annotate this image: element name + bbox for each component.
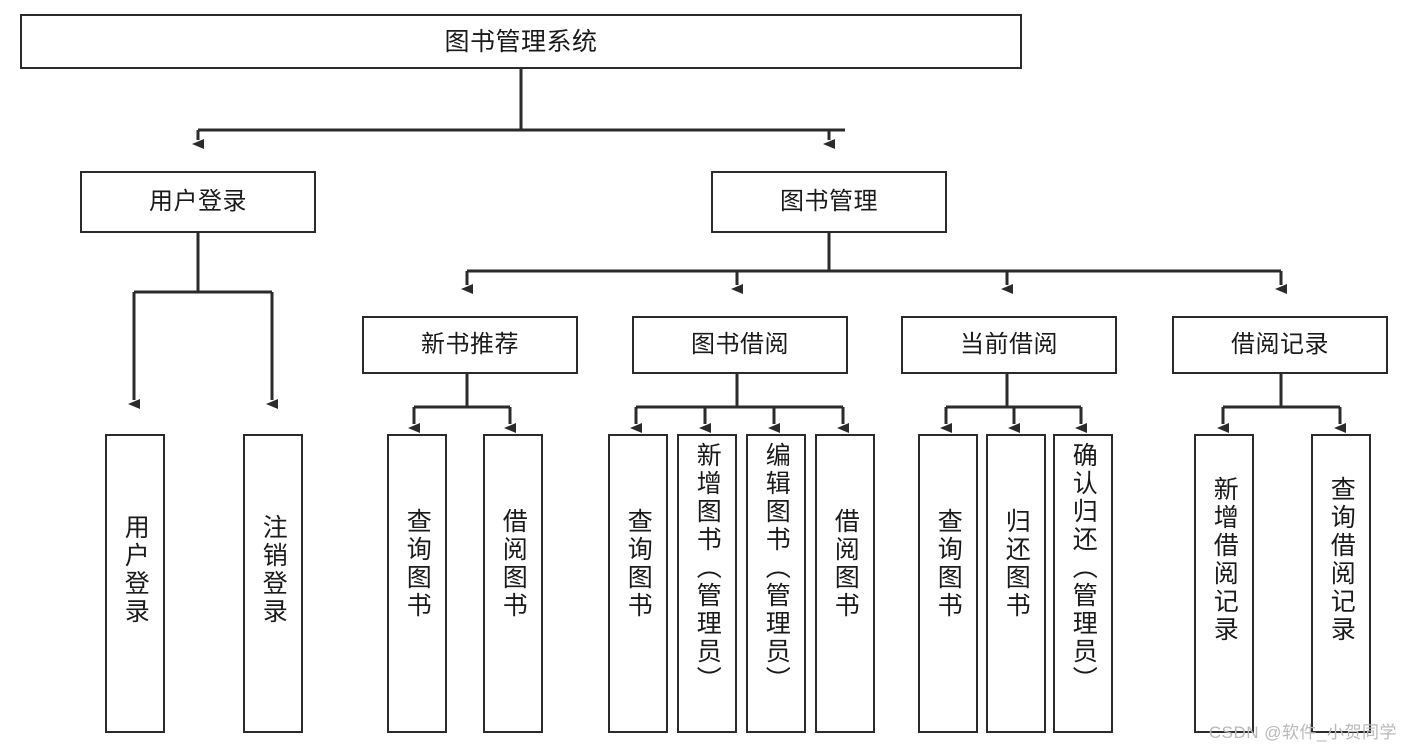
node-label: 用户登录 bbox=[149, 187, 247, 215]
node-label: 查询借阅记录 bbox=[1327, 476, 1356, 644]
node-label: 用户登录 bbox=[121, 514, 150, 626]
node-leaf-query-book-borrow[interactable]: 查询图书 bbox=[608, 434, 668, 733]
node-label: 新书推荐 bbox=[421, 330, 519, 358]
node-label: 注销登录 bbox=[259, 514, 288, 626]
node-label: 借阅记录 bbox=[1231, 330, 1329, 358]
node-label: 确认归还（管理员） bbox=[1069, 442, 1098, 694]
node-leaf-logout[interactable]: 注销登录 bbox=[243, 434, 303, 733]
node-new-book-recommend[interactable]: 新书推荐 bbox=[362, 316, 578, 374]
node-leaf-query-book-recommend[interactable]: 查询图书 bbox=[387, 434, 447, 733]
node-leaf-return-book[interactable]: 归还图书 bbox=[986, 434, 1046, 733]
watermark-text: CSDN @软件_小贺同学 bbox=[1208, 723, 1397, 742]
node-label: 查询图书 bbox=[624, 508, 653, 620]
node-label: 图书借阅 bbox=[691, 330, 789, 358]
node-label: 图书管理 bbox=[780, 187, 878, 215]
node-leaf-query-book-current[interactable]: 查询图书 bbox=[918, 434, 978, 733]
node-leaf-add-borrow-record[interactable]: 新增借阅记录 bbox=[1194, 434, 1254, 733]
node-root-book-management-system[interactable]: 图书管理系统 bbox=[20, 14, 1022, 69]
node-current-borrow[interactable]: 当前借阅 bbox=[901, 316, 1117, 374]
node-book-management[interactable]: 图书管理 bbox=[711, 171, 947, 233]
node-book-borrow[interactable]: 图书借阅 bbox=[632, 316, 848, 374]
node-label: 新增借阅记录 bbox=[1210, 476, 1239, 644]
node-label: 借阅图书 bbox=[499, 508, 528, 620]
node-label: 当前借阅 bbox=[960, 330, 1058, 358]
node-label: 查询图书 bbox=[934, 508, 963, 620]
node-leaf-edit-book-admin[interactable]: 编辑图书（管理员） bbox=[746, 434, 806, 733]
node-leaf-query-borrow-record[interactable]: 查询借阅记录 bbox=[1311, 434, 1371, 733]
node-label: 归还图书 bbox=[1002, 508, 1031, 620]
node-label: 图书管理系统 bbox=[444, 27, 598, 56]
node-user-login[interactable]: 用户登录 bbox=[80, 171, 316, 233]
node-leaf-borrow-book-recommend[interactable]: 借阅图书 bbox=[483, 434, 543, 733]
node-leaf-borrow-book[interactable]: 借阅图书 bbox=[815, 434, 875, 733]
node-label: 编辑图书（管理员） bbox=[762, 442, 791, 694]
node-borrow-record[interactable]: 借阅记录 bbox=[1172, 316, 1388, 374]
node-leaf-confirm-return-admin[interactable]: 确认归还（管理员） bbox=[1053, 434, 1113, 733]
node-leaf-add-book-admin[interactable]: 新增图书（管理员） bbox=[677, 434, 737, 733]
node-leaf-user-login[interactable]: 用户登录 bbox=[105, 434, 165, 733]
node-label: 查询图书 bbox=[403, 508, 432, 620]
node-label: 借阅图书 bbox=[831, 508, 860, 620]
node-label: 新增图书（管理员） bbox=[693, 442, 722, 694]
